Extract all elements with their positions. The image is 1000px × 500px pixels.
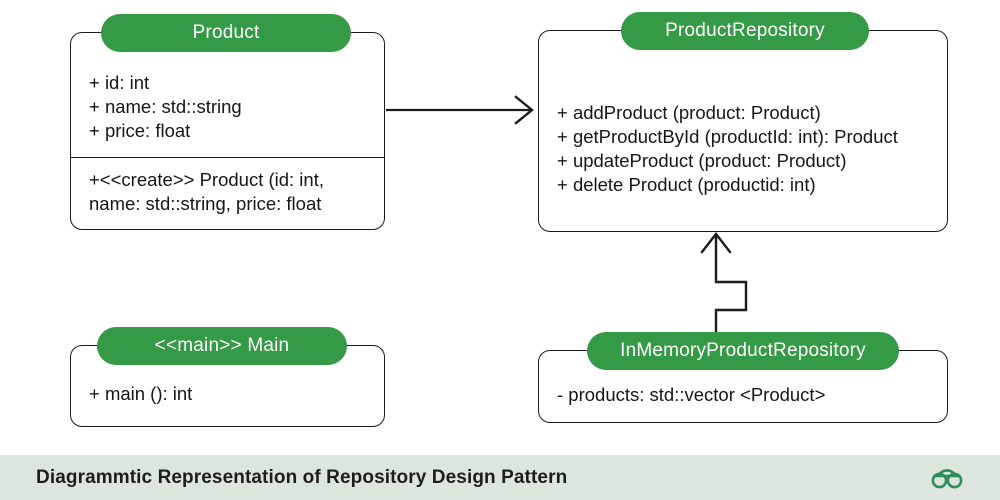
footer-bar: Diagrammtic Representation of Repository… [0, 455, 1000, 500]
class-header-main: <<main>> Main [97, 327, 347, 365]
class-operations-main: + main (): int [71, 382, 384, 406]
footer-caption: Diagrammtic Representation of Repository… [36, 466, 568, 488]
uml-diagram-canvas: Product + id: int + name: std::string + … [70, 12, 948, 427]
uml-class-productrepository[interactable]: ProductRepository + addProduct (product:… [538, 12, 948, 232]
class-header-productrepository: ProductRepository [621, 12, 869, 50]
connector-inmemory-to-repository [700, 232, 748, 349]
class-member: + delete Product (productid: int) [557, 174, 816, 195]
class-operations-product: +<<create>> Product (id: int, name: std:… [71, 157, 384, 221]
uml-class-main[interactable]: <<main>> Main + main (): int [70, 327, 385, 427]
class-attributes-inmemoryproductrepository: - products: std::vector <Product> [539, 383, 947, 407]
class-member: - products: std::vector <Product> [557, 384, 826, 405]
class-member: + updateProduct (product: Product) [557, 150, 847, 171]
geeksforgeeks-logo [930, 466, 964, 490]
class-member: + main (): int [89, 383, 193, 404]
class-member: + getProductById (productId: int): Produ… [557, 126, 898, 147]
class-member: + price: float [89, 120, 191, 141]
uml-class-inmemoryproductrepository[interactable]: InMemoryProductRepository - products: st… [538, 332, 948, 423]
class-header-product: Product [101, 14, 351, 52]
class-operations-productrepository: + addProduct (product: Product) + getPro… [539, 101, 947, 197]
class-attributes-product: + id: int + name: std::string + price: f… [71, 71, 384, 153]
class-member: +<<create>> Product (id: int, name: std:… [89, 169, 324, 214]
class-member: + name: std::string [89, 96, 242, 117]
connector-product-to-repository [386, 95, 534, 125]
uml-class-product[interactable]: Product + id: int + name: std::string + … [70, 14, 385, 230]
class-member: + id: int [89, 72, 150, 93]
class-header-inmemoryproductrepository: InMemoryProductRepository [587, 332, 899, 370]
class-member: + addProduct (product: Product) [557, 102, 821, 123]
